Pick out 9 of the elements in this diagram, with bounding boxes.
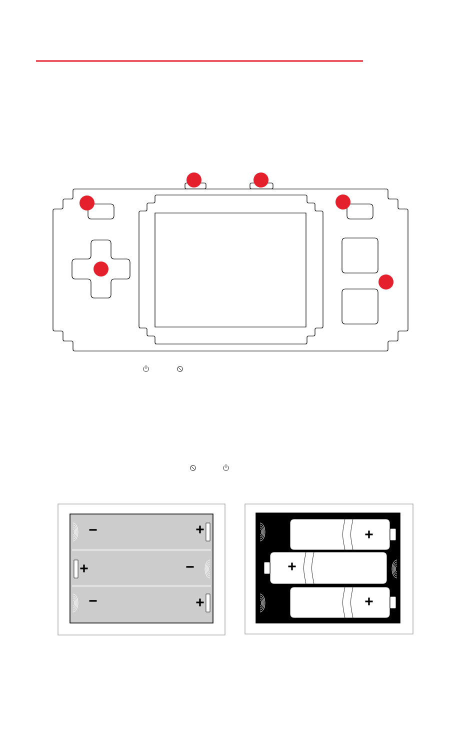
polarity-sign: +	[365, 530, 373, 538]
polarity-sign: +	[196, 526, 204, 534]
polarity-sign: +	[196, 598, 204, 606]
polarity-sign: −	[186, 566, 194, 568]
polarity-sign: +	[365, 598, 373, 606]
polarity-sign: −	[89, 529, 97, 531]
polarity-sign: +	[80, 564, 88, 572]
polarity-sign: −	[89, 600, 97, 602]
polarity-sign: +	[288, 562, 296, 570]
